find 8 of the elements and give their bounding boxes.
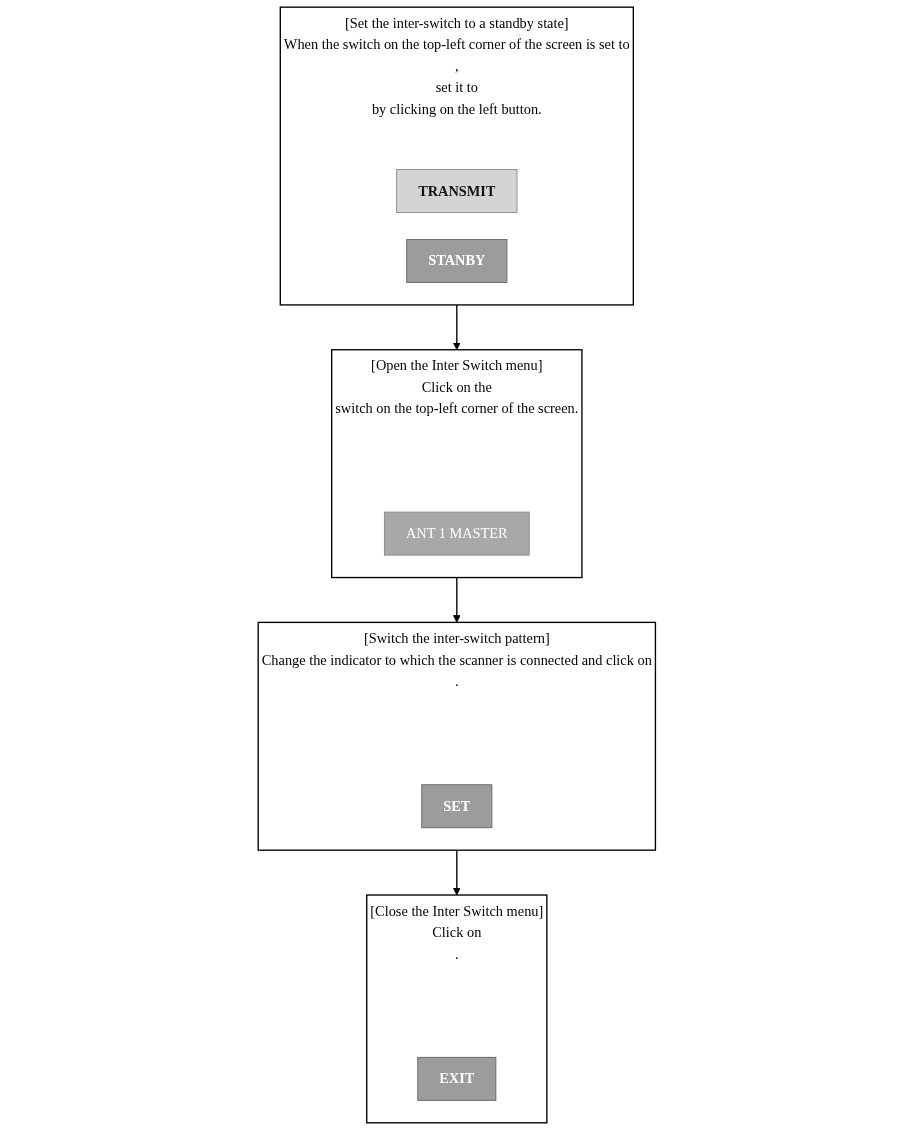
node-box: ANT 1 MASTER	[383, 511, 530, 556]
node-box: TRANSMIT	[395, 169, 518, 213]
arrow	[452, 576, 461, 623]
node-box: SET	[420, 784, 493, 829]
node-box: STANBY	[405, 239, 508, 283]
arrow	[452, 304, 461, 351]
node-box: EXIT	[416, 1056, 496, 1101]
arrow	[452, 849, 461, 896]
